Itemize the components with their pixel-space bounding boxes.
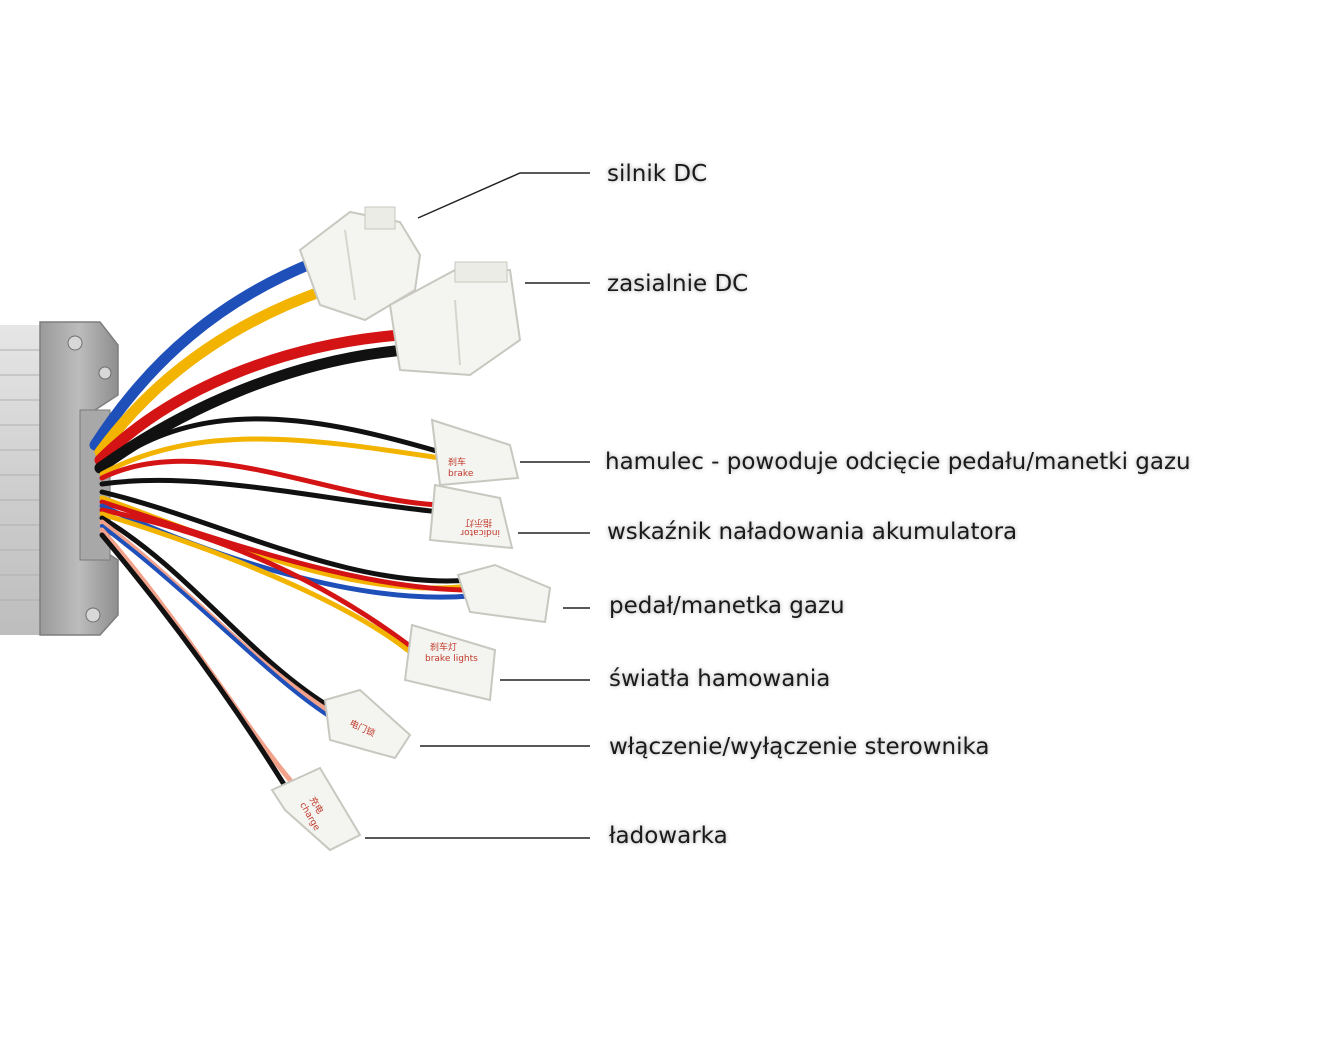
label-power: zasialnie DC (607, 271, 749, 297)
power-connector (388, 261, 522, 377)
label-brake: hamulec - powoduje odcięcie pedału/manet… (605, 449, 1191, 475)
charger-connector: 充电 charge (270, 766, 362, 852)
power-switch-connector: 电门锁 (323, 688, 412, 760)
label-throttle: pedał/manetka gazu (609, 593, 845, 619)
indicator-tag: indicator (460, 527, 500, 537)
brake-connector: 刹车 brake (430, 418, 520, 487)
leader-lines (365, 172, 590, 839)
label-indicator: wskaźnik naładowania akumulatora (607, 519, 1018, 545)
label-charger: ładowarka (609, 823, 728, 849)
label-motor: silnik DC (607, 161, 708, 187)
controller-housing (0, 321, 119, 636)
throttle-connector (456, 563, 552, 624)
indicator-connector: 指示灯 indicator (428, 483, 514, 550)
indicator-tag-cn: 指示灯 (465, 517, 492, 529)
wire-harness (89, 256, 473, 789)
brake-lights-tag-cn: 刹车灯 (430, 641, 457, 653)
brake-tag-cn: 刹车 (448, 456, 466, 468)
leader-motor (417, 172, 590, 219)
brake-lights-connector: 刹车灯 brake lights (403, 623, 497, 702)
brake-tag: brake (448, 469, 474, 479)
motor-connector (298, 206, 422, 322)
label-power-switch: włączenie/wyłączenie sterownika (609, 734, 990, 760)
label-brake-lights: światła hamowania (609, 666, 831, 692)
brake-lights-tag: brake lights (425, 654, 478, 664)
